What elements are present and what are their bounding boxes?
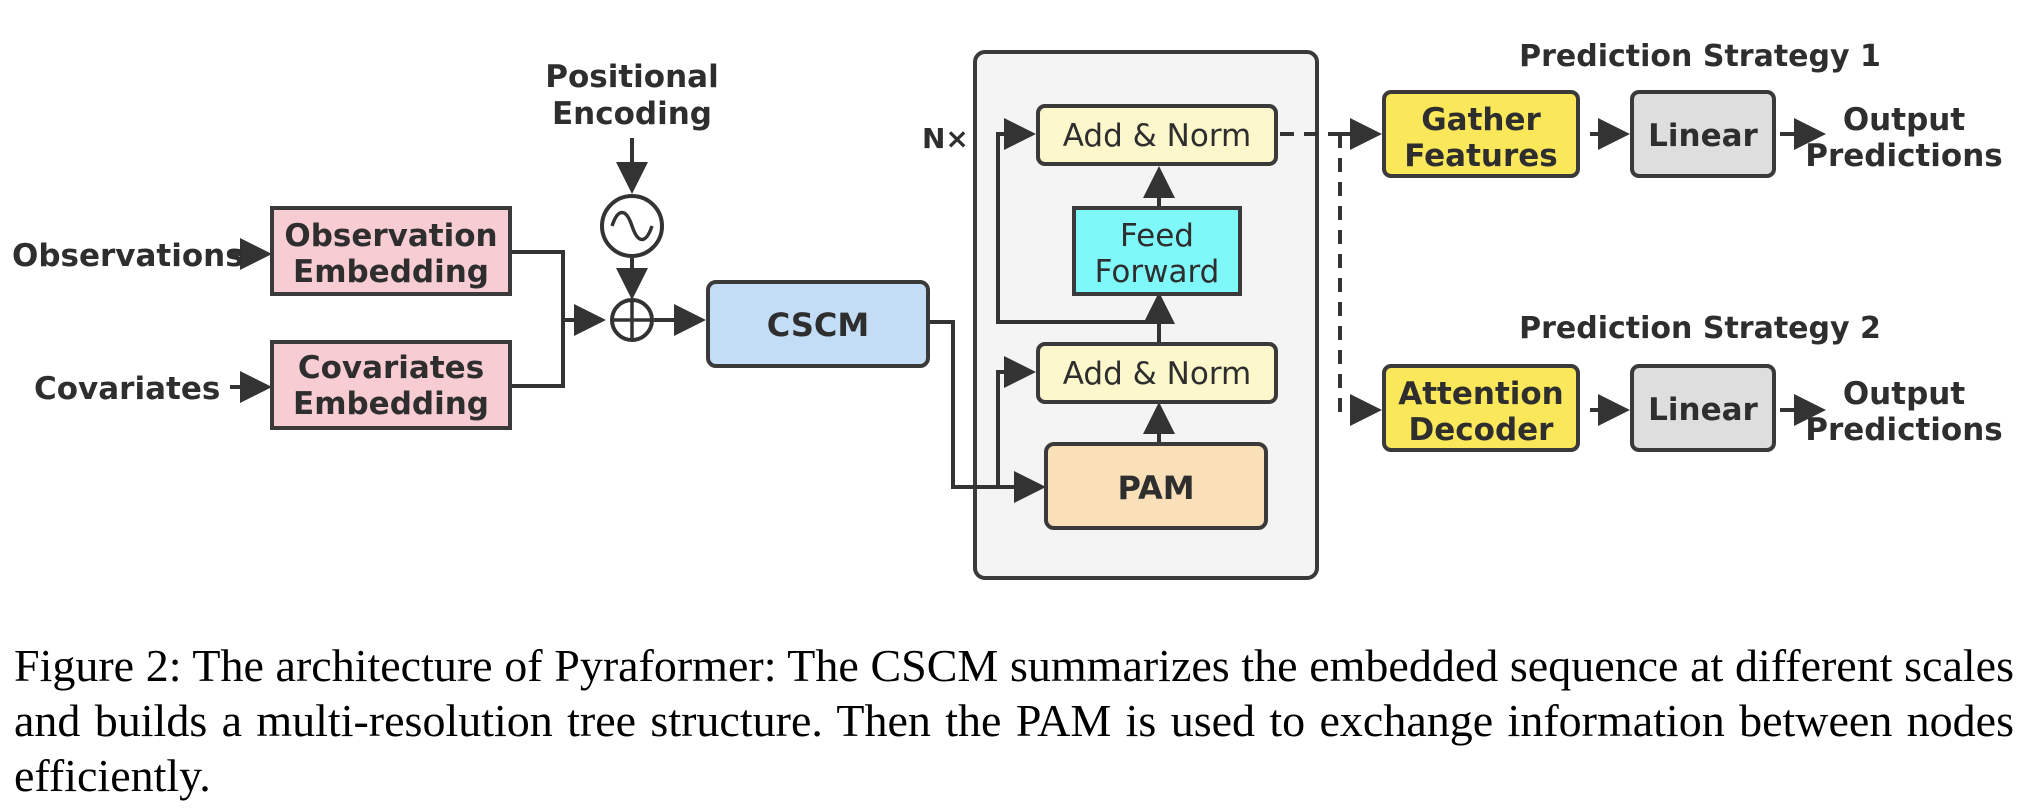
observation-embedding-box: [270, 206, 512, 296]
merge-line-observation: [512, 250, 565, 320]
output2-line1: Output: [1843, 376, 1966, 412]
linear1-label: Linear: [1648, 118, 1758, 154]
linear1-box: [1630, 90, 1776, 178]
feed-forward-line2: Forward: [1095, 254, 1220, 290]
add-norm-upper-label: Add & Norm: [1063, 118, 1251, 154]
architecture-diagram: Observations Covariates Positional Encod…: [12, 39, 2003, 580]
strategy1-title: Prediction Strategy 1: [1519, 39, 1881, 74]
output2-line2: Predictions: [1805, 412, 2003, 448]
strategy2-title: Prediction Strategy 2: [1519, 311, 1881, 346]
positional-label-line1: Positional: [545, 59, 718, 95]
covariates-label: Covariates: [34, 371, 220, 407]
gather-features-box: [1382, 90, 1580, 178]
covariates-embedding-box: [270, 340, 512, 430]
feed-forward-box: [1072, 206, 1242, 296]
attention-decoder-line1: Attention: [1398, 376, 1564, 412]
covariates-embedding-line2: Embedding: [293, 386, 489, 422]
residual-lower: [996, 356, 1036, 487]
add-norm-lower-box: [1036, 342, 1278, 404]
covariates-embedding-line1: Covariates: [298, 350, 484, 386]
sine-wave-icon: [600, 194, 664, 258]
residual-upper: [996, 118, 1159, 324]
positional-label-line2: Encoding: [552, 96, 712, 132]
linear2-label: Linear: [1648, 392, 1758, 428]
cscm-box: [706, 280, 930, 368]
pam-label: PAM: [1117, 469, 1194, 507]
linear2-box: [1630, 364, 1776, 452]
gather-features-line1: Gather: [1421, 102, 1541, 138]
cscm-label: CSCM: [767, 306, 869, 344]
add-norm-lower-label: Add & Norm: [1063, 356, 1251, 392]
repeat-label: N×: [922, 122, 969, 155]
attention-decoder-box: [1382, 364, 1580, 452]
sum-icon: [610, 298, 654, 342]
gather-features-line2: Features: [1404, 138, 1558, 174]
merge-line-covariates: [512, 320, 565, 388]
pam-box: [1044, 442, 1268, 530]
feed-forward-line1: Feed: [1120, 218, 1194, 254]
observations-label: Observations: [12, 238, 244, 274]
observation-embedding-line2: Embedding: [293, 254, 489, 290]
output1-line2: Predictions: [1805, 138, 2003, 174]
output1-line1: Output: [1843, 102, 1966, 138]
dashed-to-strategy2: [1338, 134, 1356, 412]
add-norm-upper-box: [1036, 104, 1278, 166]
observation-embedding-line1: Observation: [284, 218, 497, 254]
figure-caption: Figure 2: The architecture of Pyraformer…: [14, 640, 2014, 801]
attention-decoder-line2: Decoder: [1409, 412, 1555, 448]
